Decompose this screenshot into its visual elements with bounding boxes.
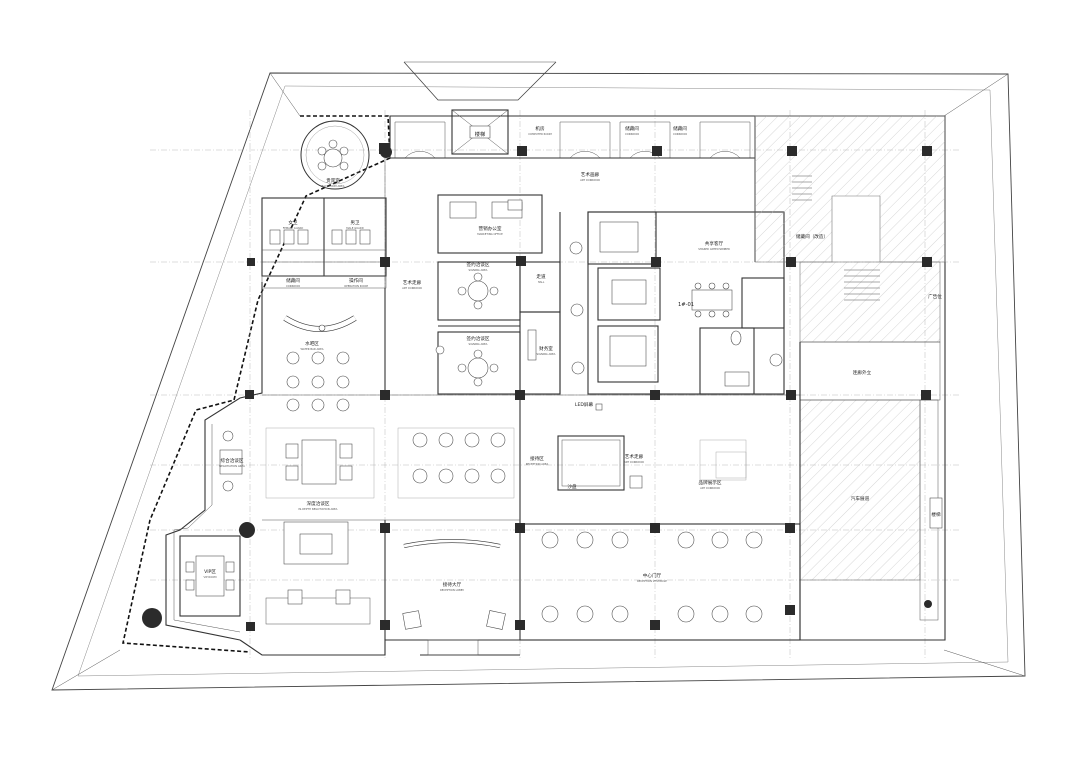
room-label-male-toilet-en: MALE GUARD [346, 226, 363, 230]
room-labels: 楼梯 艺术画廊 ART CORRIDOR 机房 COMPUTER ROOM 储藏… [203, 125, 942, 592]
office-block [437, 194, 561, 395]
site-boundary [51, 61, 1026, 691]
room-label-operation-room: 操作间 [349, 277, 363, 284]
plants [435, 241, 783, 375]
room-label-water-bar: 水吧区 [305, 340, 319, 347]
room-label-art-corridor-mid-en: ART CORRIDOR [402, 286, 422, 290]
room-label-garage: 汽车展道 [851, 495, 870, 502]
toilet-block [261, 197, 387, 289]
room-label-negotiation-left-en: NEGOTIATION AREA [219, 464, 245, 468]
room-label-art-corridor-mid: 艺术走廊 [403, 279, 422, 286]
room-label-art-corridor-right-en: ART CORRIDOR [624, 460, 644, 464]
room-label-art-corridor-right: 艺术走廊 [625, 453, 644, 460]
room-label-vestibule: 中心门厅 [643, 572, 662, 579]
room-label-storage-en: CORRIDOR [286, 284, 300, 288]
vip-room-bottom [179, 521, 371, 625]
room-label-exit: 楼梯 [931, 511, 941, 518]
room-label-exhibition: 品牌展示区 [699, 479, 722, 486]
room-label-female-toilet-en: FEMALE GUARD [283, 226, 304, 230]
room-label-art-corridor-top: 艺术画廊 [581, 171, 600, 178]
room-label-model-room-en: SHARED ANTECHAMBER [698, 247, 730, 251]
room-label-financial-en: SIGNING AREA [537, 352, 556, 356]
room-label-reception-lobby-en: RECEPTION LOBBY [440, 588, 464, 592]
room-label-reception-area-en: RECEPTION AREA [526, 462, 549, 466]
room-label-operation-room-en: OPERATION ROOM [344, 284, 368, 288]
room-label-led: LED屏幕 [575, 401, 594, 408]
negotiation-center [265, 427, 515, 499]
water-bar [283, 315, 357, 412]
room-label-financial: 财务室 [539, 345, 553, 352]
room-label-signing-b: 签约洽谈区 [467, 335, 490, 342]
room-label-signing-a: 签约洽谈区 [467, 261, 490, 268]
room-label-vip-room: 贵宾室 [326, 177, 340, 184]
room-label-hall-en: HALL [538, 280, 545, 284]
room-label-corridor-2: 储藏间 [673, 125, 687, 132]
room-label-female-toilet: 女卫 [288, 219, 298, 226]
structural-columns [142, 143, 932, 631]
right-hatched-zone [754, 115, 946, 621]
left-negotiation [219, 430, 243, 492]
room-label-vip-area: VIP区 [204, 569, 216, 575]
room-label-vip-area-en: VIP ROOM [203, 575, 216, 579]
room-label-vip-room-en: BACKROOM AREA [322, 184, 345, 188]
room-label-sandtable: 沙盘 [567, 483, 577, 490]
top-row-rooms [390, 109, 756, 262]
room-label-hall: 走道 [536, 273, 546, 280]
sandtable-area [557, 403, 747, 491]
room-label-marketing-office: 营销办公室 [479, 225, 502, 232]
room-label-reception-lobby: 接待大厅 [443, 581, 462, 588]
room-label-model-room: 共享客厅 [705, 240, 724, 247]
room-label-negotiation-center-en: IN-DEPTH NEGOTIATION AREA [299, 507, 338, 511]
room-label-signing-a-en: SIGNING AREA [469, 268, 488, 272]
room-label-storage-right: 储藏间（改造） [796, 233, 828, 240]
room-label-signing-b-en: SIGNING AREA [469, 342, 488, 346]
property-line [122, 115, 391, 653]
reception-lobby [402, 539, 506, 656]
room-label-corridor-right: 连廊外立 [853, 369, 872, 376]
room-label-male-toilet: 男卫 [350, 220, 360, 226]
room-label-corridor-1: 储藏间 [625, 125, 639, 132]
unit-code: 1#-01 [678, 302, 694, 308]
vip-round-room [300, 120, 392, 190]
room-label-ad-space: 广告位 [928, 293, 942, 300]
room-label-corridor-2-en: CORRIDOR [673, 132, 687, 136]
room-label-storage: 储藏间 [286, 277, 300, 284]
room-label-marketing-office-en: MARKETING OFFICE [477, 232, 503, 236]
room-label-vestibule-en: RECEPTION VESTIBULE [637, 579, 667, 583]
room-label-water-bar-en: WATER BAR AREA [300, 347, 323, 351]
room-label-exhibition-en: ART CORRIDOR [700, 486, 720, 490]
room-label-negotiation-left: 综合洽谈区 [221, 457, 244, 464]
room-label-reception-area: 接待区 [530, 455, 544, 462]
room-label-computer-room-en: COMPUTER ROOM [528, 132, 552, 136]
room-label-corridor-1-en: CORRIDOR [625, 132, 639, 136]
room-label-stair: 楼梯 [475, 130, 485, 138]
room-label-art-corridor-top-en: ART CORRIDOR [580, 178, 600, 182]
model-apartment [587, 211, 785, 395]
room-label-negotiation-center: 深度洽谈区 [307, 500, 330, 507]
room-label-computer-room: 机房 [535, 125, 545, 132]
